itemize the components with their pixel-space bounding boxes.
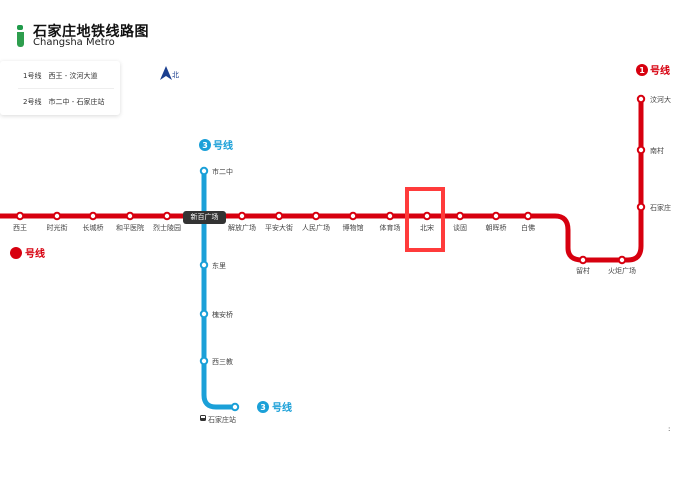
legend-divider xyxy=(18,88,114,89)
svg-text:解放广场: 解放广场 xyxy=(228,223,256,232)
svg-text:人民广场: 人民广场 xyxy=(302,223,330,232)
transfer-station-xinbai[interactable]: 新百广场 xyxy=(183,211,226,224)
line3-track xyxy=(201,170,235,410)
svg-text:平安大街: 平安大街 xyxy=(265,223,293,232)
svg-text:博物馆: 博物馆 xyxy=(343,223,364,232)
svg-text:留村: 留村 xyxy=(576,266,590,275)
svg-text:汶河大: 汶河大 xyxy=(650,95,671,104)
metro-logo xyxy=(16,25,24,47)
svg-text:石家庄站: 石家庄站 xyxy=(208,415,236,424)
highlighted-station-box xyxy=(405,187,445,252)
svg-text:东里: 东里 xyxy=(212,261,226,270)
line1-badge-left: 号线 xyxy=(10,247,45,260)
svg-text:北宋: 北宋 xyxy=(420,223,434,232)
legend-row-line2[interactable]: 2号线市二中 - 石家庄站 xyxy=(23,98,105,106)
svg-text:3: 3 xyxy=(202,141,208,150)
svg-text:烈士陵园: 烈士陵园 xyxy=(153,223,181,232)
line1-badge-top: 1 号线 xyxy=(636,64,670,77)
line-legend: 1号线西王 - 汶河大道 2号线市二中 - 石家庄站 xyxy=(0,61,120,115)
line1-track xyxy=(0,98,644,263)
station-xiwang: 西王 xyxy=(13,224,27,232)
svg-text:市二中: 市二中 xyxy=(212,167,233,176)
svg-text:白佛: 白佛 xyxy=(521,223,535,232)
north-arrow-icon xyxy=(160,66,172,80)
svg-text:号线: 号线 xyxy=(213,139,233,152)
legend-row-line1[interactable]: 1号线西王 - 汶河大道 xyxy=(23,72,98,80)
line3-badge-bottom: 3 号线 xyxy=(257,401,292,414)
svg-text:火炬广场: 火炬广场 xyxy=(608,266,636,275)
svg-text:时光街: 时光街 xyxy=(47,223,68,232)
svg-text:西三教: 西三教 xyxy=(212,357,233,366)
svg-text:3: 3 xyxy=(260,403,266,412)
train-icon xyxy=(200,415,206,421)
svg-text:槐安桥: 槐安桥 xyxy=(212,310,233,319)
svg-text:和平医院: 和平医院 xyxy=(116,223,144,232)
svg-text:南村: 南村 xyxy=(650,146,664,155)
page-title: 石家庄地铁线路图 xyxy=(33,24,149,40)
svg-text:谈固: 谈固 xyxy=(453,223,467,232)
svg-text:石家庄: 石家庄 xyxy=(650,203,671,212)
svg-text:号线: 号线 xyxy=(650,64,670,77)
line3-badge-top: 3 号线 xyxy=(199,139,233,152)
svg-text:1: 1 xyxy=(639,66,645,75)
svg-text:朝晖桥: 朝晖桥 xyxy=(486,223,507,232)
edge-mark: : xyxy=(668,425,671,433)
svg-text:体育场: 体育场 xyxy=(380,223,401,232)
svg-text:号线: 号线 xyxy=(25,247,45,260)
svg-text:号线: 号线 xyxy=(272,401,292,414)
compass-label: 北 xyxy=(172,71,179,79)
page-subtitle: Changsha Metro xyxy=(33,37,115,48)
svg-text:长城桥: 长城桥 xyxy=(83,223,104,232)
